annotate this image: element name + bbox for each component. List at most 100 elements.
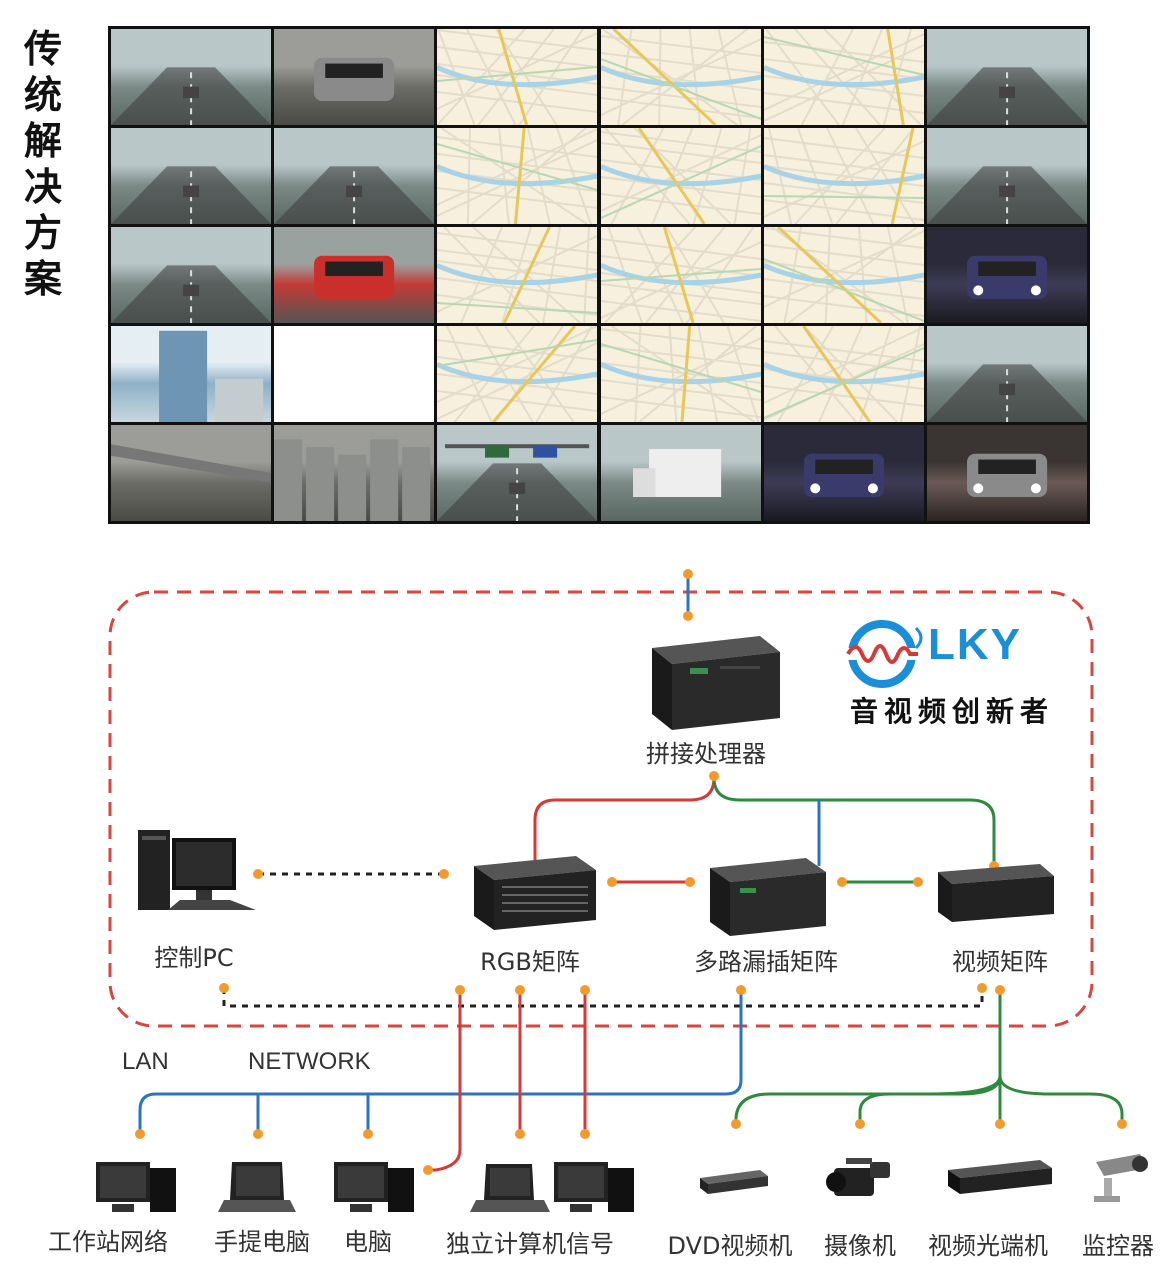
map-tile (764, 227, 924, 323)
camera-feed-tile (274, 227, 434, 323)
lan-bus (140, 990, 741, 1132)
control-pc-icon (138, 830, 256, 910)
connector-dot (515, 1129, 525, 1139)
logo-brand: LKY (928, 620, 1022, 670)
connector-dot (423, 1165, 433, 1175)
camera-feed-tile (927, 326, 1087, 422)
splicer-label: 拼接处理器 (646, 734, 766, 769)
camera-feed-tile (111, 128, 271, 224)
connector-dot (913, 877, 923, 887)
lan-label: LAN (122, 1048, 169, 1076)
connector-dot (455, 985, 465, 995)
map-tile (601, 29, 761, 125)
map-tile (764, 128, 924, 224)
side-title-char: 方 (18, 210, 68, 256)
fiber-transceiver-icon (948, 1160, 1052, 1194)
rgb-matrix-icon (474, 856, 596, 930)
endpoint-label: 手提电脑 (214, 1222, 310, 1257)
map-tile (764, 326, 924, 422)
standalone-pc-icon (554, 1162, 634, 1212)
connector-dot (855, 1119, 865, 1129)
connector-dot (995, 1119, 1005, 1129)
endpoint-label: 监控器 (1082, 1226, 1154, 1261)
connector-dot (731, 1119, 741, 1129)
connector-dot (439, 869, 449, 879)
map-tile (437, 29, 597, 125)
map-tile (764, 29, 924, 125)
video-wall (108, 26, 1090, 524)
control-bus (224, 988, 982, 1006)
side-title-char: 解 (18, 118, 68, 164)
side-title-char: 传 (18, 26, 68, 72)
connector-dot (1117, 1119, 1127, 1129)
map-tile (601, 227, 761, 323)
connector-dot (253, 869, 263, 879)
endpoint-label: 独立计算机信号 (446, 1224, 614, 1259)
side-title-char: 决 (18, 164, 68, 210)
map-tile (601, 326, 761, 422)
connector-dot (685, 877, 695, 887)
network-label: NETWORK (248, 1048, 371, 1076)
surveillance-camera-icon (1094, 1154, 1148, 1202)
splicer-device-icon (652, 636, 780, 730)
endpoint-label: 电脑 (344, 1222, 392, 1257)
multi-matrix-icon (710, 858, 826, 936)
camera-feed-tile (437, 425, 597, 521)
map-tile (437, 227, 597, 323)
dvd-player-icon (700, 1170, 768, 1194)
connector-dot (363, 1129, 373, 1139)
camera-feed-tile (764, 425, 924, 521)
connector-dot (709, 771, 719, 781)
workstation-icon (96, 1162, 176, 1212)
connector-dot (977, 983, 987, 993)
camera-feed-tile (274, 425, 434, 521)
side-title-char: 案 (18, 256, 68, 302)
camera-feed-tile (111, 29, 271, 125)
connector-dot (736, 985, 746, 995)
side-title-char: 统 (18, 72, 68, 118)
map-tile (601, 128, 761, 224)
camera-feed-tile (274, 29, 434, 125)
rgb-input-line (428, 990, 460, 1170)
connector-dot (607, 877, 617, 887)
camera-feed-tile (274, 128, 434, 224)
map-tile (437, 128, 597, 224)
camera-feed-tile (927, 29, 1087, 125)
camera-feed-tile (927, 227, 1087, 323)
video-matrix-icon (938, 864, 1054, 922)
rgb-matrix-label: RGB矩阵 (480, 942, 580, 977)
video-input-line (1000, 1076, 1122, 1122)
camera-feed-tile (111, 425, 271, 521)
connector-dot (580, 985, 590, 995)
endpoint-label: 摄像机 (824, 1226, 896, 1261)
standalone-laptop-icon (470, 1164, 550, 1212)
endpoint-label: 工作站网络 (48, 1222, 168, 1257)
connector-dot (837, 877, 847, 887)
logo-slogan: 音视频创新者 (850, 690, 1054, 730)
control-pc-label: 控制PC (154, 938, 233, 973)
connector-dot (253, 1129, 263, 1139)
connector-dot (683, 569, 693, 579)
connector-dot (995, 985, 1005, 995)
laptop-icon (218, 1162, 296, 1212)
video-camera-icon (826, 1158, 890, 1196)
connector-dot (515, 985, 525, 995)
map-tile (437, 326, 597, 422)
video-matrix-label: 视频矩阵 (952, 942, 1048, 977)
connector-dot (135, 1129, 145, 1139)
desktop-computer-icon (334, 1162, 414, 1212)
video-input-line (860, 1076, 1000, 1122)
endpoint-label: 视频光端机 (928, 1226, 1048, 1261)
connector-dot (580, 1129, 590, 1139)
endpoint-label: DVD视频机 (668, 1226, 793, 1261)
connector-dot (683, 611, 693, 621)
side-title: 传 统 解 决 方 案 (18, 26, 68, 302)
connector-dot (219, 983, 229, 993)
camera-feed-tile (927, 425, 1087, 521)
camera-feed-tile (111, 227, 271, 323)
camera-feed-tile (927, 128, 1087, 224)
logo-mark-icon (846, 618, 936, 688)
camera-feed-tile (111, 326, 271, 422)
multi-matrix-label: 多路漏插矩阵 (694, 942, 838, 977)
camera-feed-tile (601, 425, 761, 521)
